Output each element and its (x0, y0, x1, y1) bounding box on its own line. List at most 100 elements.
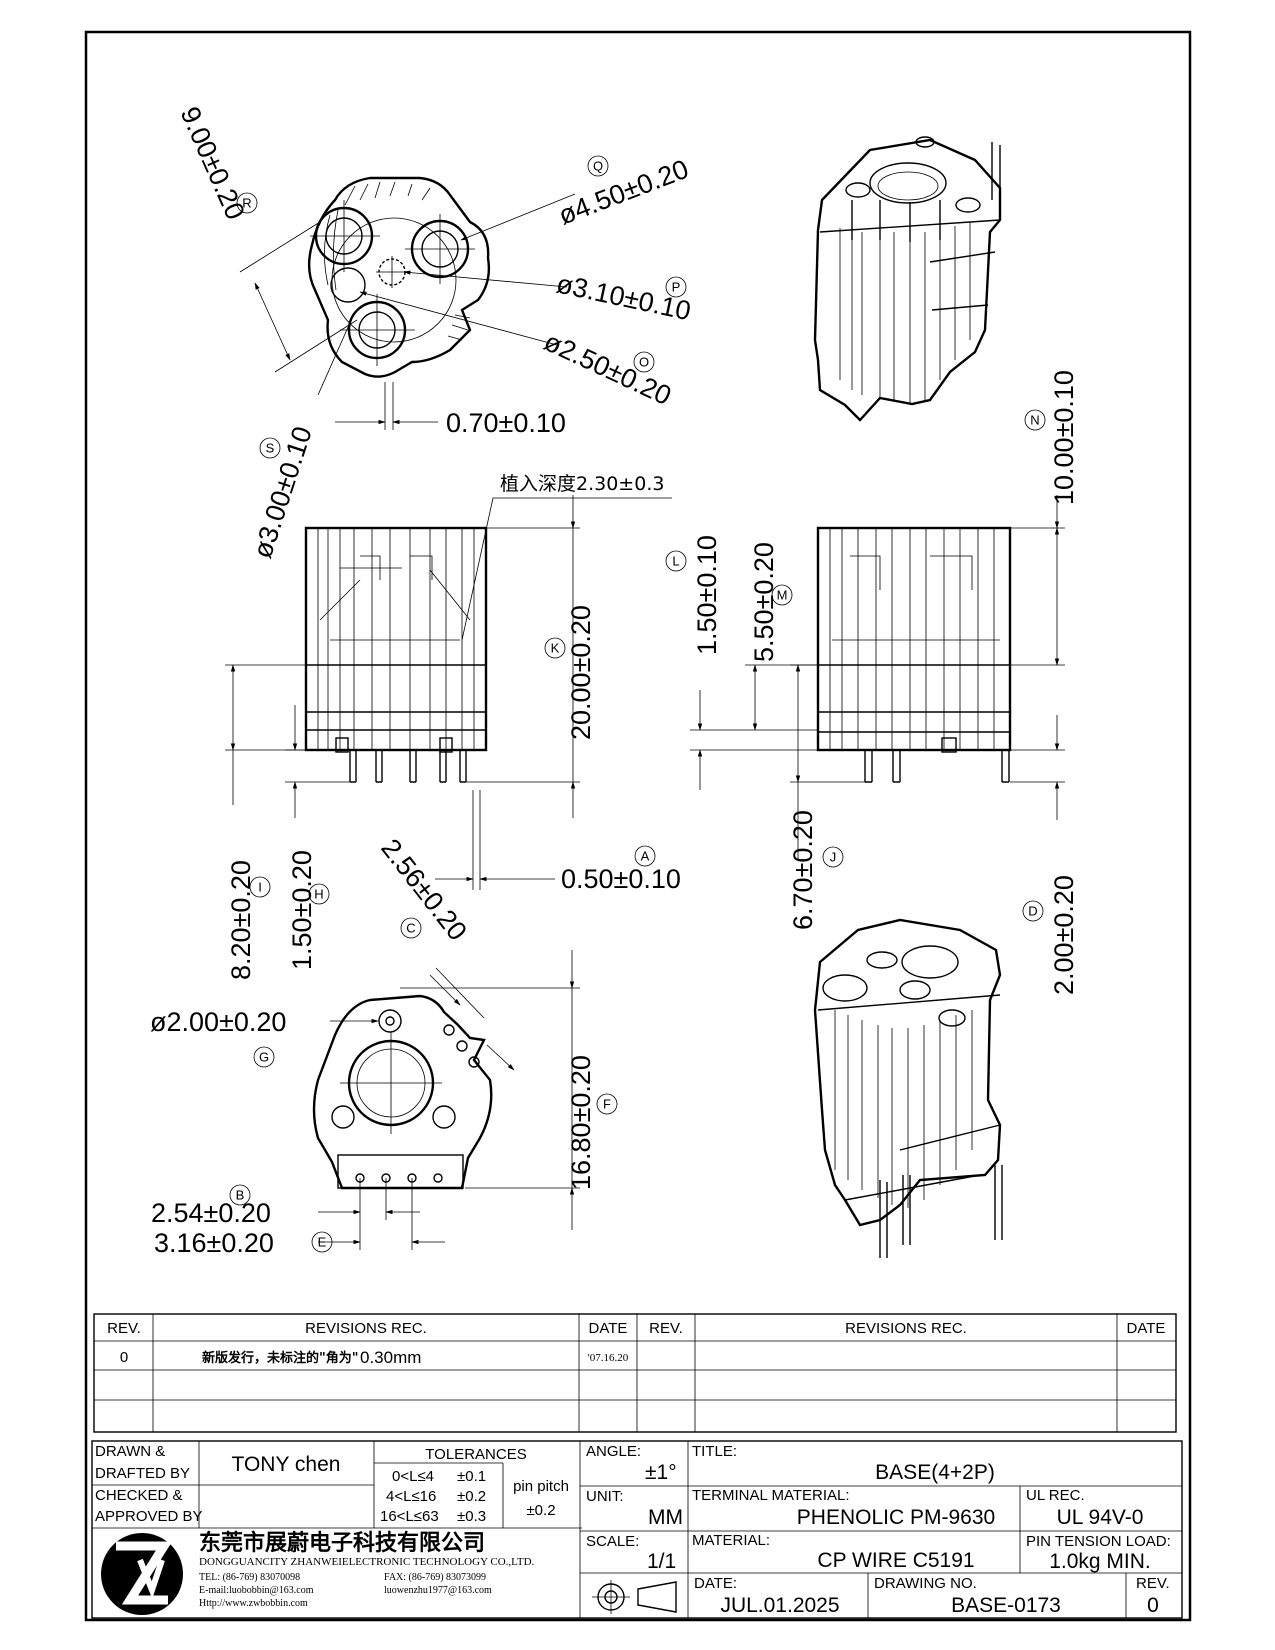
iso-view-top (813, 136, 1002, 422)
drafted-label: DRAFTED BY (95, 1465, 190, 1482)
dim-n-label: N (1024, 409, 1046, 431)
svg-text:F: F (603, 1097, 611, 1112)
insert-depth-text: 植入深度2.30±0.3 (500, 473, 664, 495)
sheet-border (84, 30, 1192, 1622)
material-value: CP WIRE C5191 (817, 1549, 974, 1572)
rev-value: 0 (1147, 1594, 1159, 1617)
svg-text:K: K (551, 641, 560, 656)
rev-header-2: REV. (649, 1320, 683, 1337)
dim-d-label: D (1022, 900, 1044, 922)
drawn-by-value: TONY chen (232, 1453, 341, 1476)
top-view (307, 176, 491, 378)
svg-text:H: H (314, 887, 323, 902)
dim-q-text: ø4.50±0.20 (554, 154, 692, 231)
ul-rec-value: UL 94V-0 (1057, 1506, 1144, 1529)
date-header-1: DATE (589, 1320, 628, 1337)
svg-text:R: R (242, 196, 251, 211)
tol-range-2: 4<L≤16 (386, 1488, 436, 1505)
svg-text:L: L (672, 554, 679, 569)
dim-f-text: 16.80±0.20 (566, 1055, 596, 1190)
dim-k-label: K (544, 637, 566, 659)
material-label: MATERIAL: (692, 1532, 770, 1549)
approved-label: APPROVED BY (95, 1508, 203, 1525)
pin-tension-value: 1.0kg MIN. (1049, 1550, 1151, 1573)
dim-i-text: 8.20±0.20 (226, 860, 256, 980)
dim-n-text: 10.00±0.10 (1049, 370, 1079, 505)
svg-text:J: J (830, 850, 837, 865)
dim-m-label: M (771, 584, 793, 606)
dim-gap-text: 0.70±0.10 (446, 408, 566, 438)
scale-value: 1/1 (647, 1550, 676, 1573)
tol-range-1: 0<L≤4 (392, 1468, 434, 1485)
ul-rec-label: UL REC. (1026, 1487, 1085, 1504)
angle-label: ANGLE: (586, 1443, 641, 1460)
dim-c-label: C (400, 917, 422, 939)
tolerances-label: TOLERANCES (425, 1446, 526, 1463)
rev-label: REV. (1136, 1575, 1170, 1592)
tol-value-2: ±0.2 (457, 1488, 486, 1505)
dim-a-text: 0.50±0.10 (561, 864, 681, 894)
iso-view-bottom (813, 918, 1003, 1258)
checked-label: CHECKED & (95, 1487, 183, 1504)
dim-j-text: 6.70±0.20 (788, 810, 818, 930)
dim-l-text: 1.50±0.10 (692, 535, 722, 655)
svg-text:Q: Q (593, 159, 603, 174)
dim-h-label: H (308, 883, 330, 905)
rec-header-2: REVISIONS REC. (845, 1320, 967, 1337)
dim-o-label: O (633, 351, 655, 373)
revision-row-note: 新版发行，未标注的"角为" (202, 1350, 359, 1366)
svg-text:N: N (1030, 413, 1039, 428)
company-web: Http://www.zwbobbin.com (199, 1598, 308, 1609)
side-view (816, 526, 1012, 783)
tol-value-3: ±0.3 (457, 1508, 486, 1525)
unit-label: UNIT: (586, 1488, 624, 1505)
dim-l-label: L (665, 550, 687, 572)
dim-e-label: E (311, 1231, 333, 1253)
svg-text:G: G (259, 1050, 269, 1065)
company-name-en: DONGGUANCITY ZHANWEIELECTRONIC TECHNOLOG… (199, 1556, 535, 1568)
bottom-view (312, 994, 493, 1190)
scale-label: SCALE: (586, 1533, 639, 1550)
pin-pitch-value: ±0.2 (526, 1502, 555, 1519)
svg-text:P: P (672, 280, 681, 295)
dim-g-text: ø2.00±0.20 (150, 1007, 286, 1037)
projection-symbol-icon (592, 1580, 677, 1614)
dim-p-text: ø3.10±0.10 (554, 269, 694, 327)
title-label: TITLE: (692, 1443, 737, 1460)
tol-range-3: 16<L≤63 (380, 1508, 439, 1525)
dim-p-label: P (665, 276, 687, 298)
dimension-lines (225, 193, 1065, 1250)
svg-text:S: S (266, 441, 275, 456)
dim-s-label: S (259, 437, 281, 459)
title-value: BASE(4+2P) (875, 1461, 995, 1484)
pin-tension-label: PIN TENSION LOAD: (1026, 1533, 1171, 1550)
title-block: DRAWN & DRAFTED BY TONY chen CHECKED & A… (91, 1440, 1183, 1619)
dim-o-text: ø2.50±0.20 (539, 326, 675, 411)
company-name-cn: 东莞市展蔚电子科技有限公司 (199, 1530, 485, 1556)
dim-q-label: Q (587, 155, 609, 177)
dim-c-text: 2.56±0.20 (375, 833, 472, 946)
rec-header-1: REVISIONS REC. (305, 1320, 427, 1337)
svg-text:C: C (406, 921, 415, 936)
revisions-table: REV. REVISIONS REC. DATE REV. REVISIONS … (93, 1313, 1177, 1433)
dim-d-text: 2.00±0.20 (1049, 875, 1079, 995)
company-fax: FAX: (86-769) 83073099 (384, 1572, 486, 1583)
angle-value: ±1° (645, 1461, 677, 1484)
dim-b-label: B (229, 1184, 251, 1206)
dim-j-label: J (822, 846, 844, 868)
dim-m-text: 5.50±0.20 (749, 542, 779, 662)
svg-text:O: O (639, 355, 649, 370)
front-view (304, 526, 488, 783)
svg-text:A: A (641, 849, 650, 864)
tol-value-1: ±0.1 (457, 1468, 486, 1485)
svg-text:M: M (777, 588, 788, 603)
drawing-no-value: BASE-0173 (951, 1594, 1061, 1617)
pin-pitch-label: pin pitch (513, 1478, 569, 1495)
date-label: DATE: (694, 1575, 737, 1592)
dim-h-text: 1.50±0.20 (287, 850, 317, 970)
dim-b-text: 2.54±0.20 (151, 1198, 271, 1228)
rev-header-1: REV. (107, 1320, 141, 1337)
drawing-no-label: DRAWING NO. (874, 1575, 977, 1592)
dim-s-text: ø3.00±0.10 (247, 423, 318, 562)
